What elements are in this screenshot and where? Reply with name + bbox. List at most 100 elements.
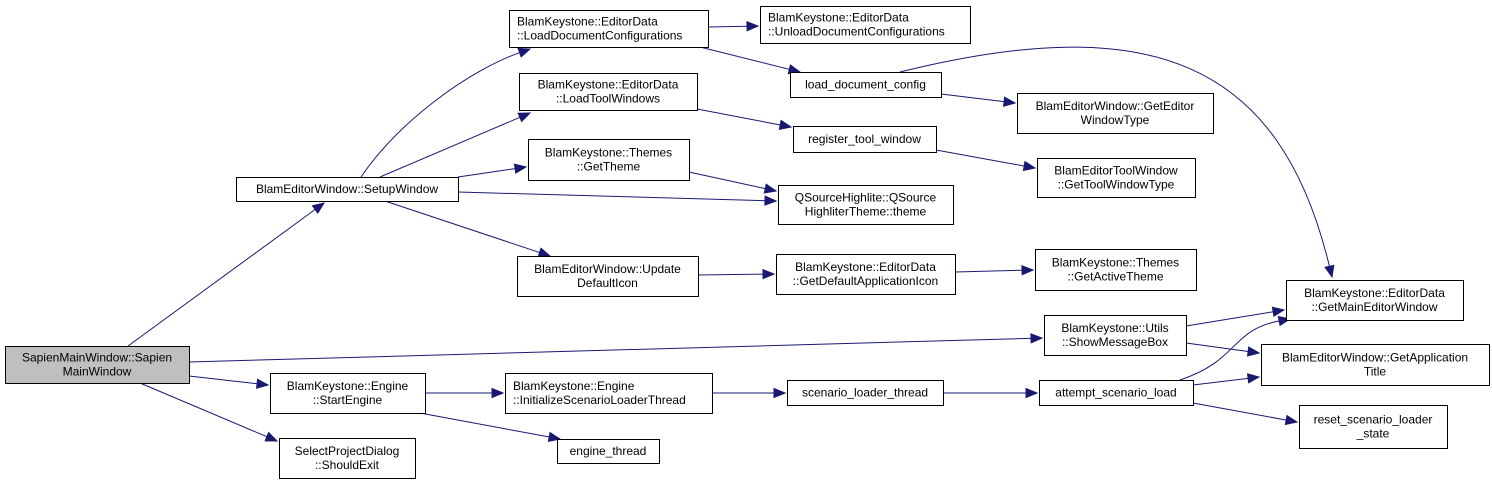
node-label: ::LoadToolWindows — [556, 92, 660, 106]
node-getmainwin[interactable]: BlamKeystone::EditorData::GetMainEditorW… — [1286, 280, 1464, 321]
node-label: ::GetActiveTheme — [1067, 270, 1163, 284]
node-getdefaulticon[interactable]: BlamKeystone::EditorData::GetDefaultAppl… — [776, 254, 956, 295]
arrowhead-icon — [773, 387, 787, 399]
arrowhead-icon — [762, 268, 776, 280]
edge-line — [1179, 320, 1281, 381]
arrowhead-icon — [491, 387, 505, 399]
arrowhead-icon — [1021, 265, 1035, 276]
arrowhead-icon — [517, 112, 532, 123]
node-label: scenario_loader_thread — [802, 386, 928, 400]
edge-loaddoc-to-unloaddoc — [707, 20, 760, 32]
node-label: HighliterTheme::theme — [805, 205, 927, 219]
node-box[interactable] — [1044, 315, 1187, 356]
node-label: BlamKeystone::EditorData — [538, 78, 679, 92]
node-label: ::GetToolWindowType — [1058, 178, 1175, 192]
edge-startengine-to-initscen — [425, 387, 505, 399]
edge-line — [384, 200, 541, 254]
edge-loaddoc-to-loadcfg — [699, 46, 802, 75]
node-getactivetheme[interactable]: BlamKeystone::Themes::GetActiveTheme — [1035, 249, 1197, 291]
node-label: BlamEditorWindow::Update — [534, 262, 681, 276]
node-label: BlamEditorWindow::GetApplication — [1282, 351, 1468, 365]
node-box[interactable] — [793, 126, 937, 153]
edge-line — [188, 337, 1033, 363]
node-box[interactable] — [517, 256, 699, 297]
edge-gettheme-to-qsource — [688, 171, 778, 194]
node-box[interactable] — [5, 346, 190, 384]
edge-line — [707, 25, 749, 28]
node-box[interactable] — [760, 6, 971, 44]
node-label: BlamKeystone::EditorData — [1304, 286, 1445, 300]
node-box[interactable] — [1017, 93, 1214, 134]
node-gettheme[interactable]: BlamKeystone::Themes::GetTheme — [528, 139, 690, 181]
arrowhead-icon — [264, 431, 279, 442]
edge-line — [699, 46, 791, 71]
node-label: Title — [1364, 365, 1387, 379]
edge-setup-to-qsource — [457, 191, 778, 206]
node-label: reset_scenario_loader — [1314, 413, 1433, 427]
node-initscen[interactable]: BlamKeystone::Engine::InitializeScenario… — [505, 373, 713, 414]
arrowhead-icon — [537, 247, 552, 258]
node-loadtool[interactable]: BlamKeystone::EditorData::LoadToolWindow… — [519, 73, 698, 111]
edge-scenthread-to-attempt — [943, 387, 1039, 399]
edge-setup-to-loadtool — [379, 112, 532, 178]
node-box[interactable] — [776, 254, 956, 295]
node-box[interactable] — [279, 438, 416, 479]
edge-line — [697, 273, 765, 276]
edge-line — [188, 375, 259, 385]
node-box[interactable] — [790, 72, 942, 98]
edge-line — [1185, 311, 1275, 327]
node-unloaddoc[interactable]: BlamKeystone::EditorData::UnloadDocument… — [760, 6, 971, 44]
node-box[interactable] — [1299, 405, 1448, 449]
node-qsource[interactable]: QSourceHighlite::QSourceHighliterTheme::… — [778, 185, 954, 225]
edge-sapien-to-startengine — [188, 375, 270, 389]
node-box[interactable] — [1035, 249, 1197, 291]
node-label: BlamEditorWindow::SetupWindow — [256, 182, 438, 196]
node-label: BlamKeystone::Themes — [1052, 256, 1179, 270]
node-label: ::InitializeScenarioLoaderThread — [513, 393, 686, 407]
node-box[interactable] — [557, 439, 660, 464]
node-regtool[interactable]: register_tool_window — [793, 126, 937, 153]
arrowhead-icon — [1246, 373, 1261, 384]
node-setup[interactable]: BlamEditorWindow::SetupWindow — [236, 177, 459, 202]
node-box[interactable] — [270, 373, 426, 414]
node-sapien[interactable]: SapienMainWindow::SapienMainWindow — [5, 346, 190, 384]
node-loaddoc[interactable]: BlamKeystone::EditorData::LoadDocumentCo… — [509, 10, 709, 48]
node-label: BlamKeystone::Utils — [1061, 321, 1168, 335]
node-box[interactable] — [236, 177, 459, 202]
edge-line — [1192, 377, 1250, 386]
node-box[interactable] — [778, 185, 954, 225]
node-scenthread[interactable]: scenario_loader_thread — [787, 380, 944, 406]
node-enginethread[interactable]: engine_thread — [557, 439, 660, 464]
node-label: ::GetMainEditorWindow — [1311, 300, 1437, 314]
node-label: _state — [1356, 427, 1390, 441]
node-box[interactable] — [1037, 158, 1196, 198]
edge-initscen-to-scenthread — [712, 387, 787, 399]
node-box[interactable] — [505, 373, 713, 414]
edge-setup-to-gettheme — [457, 163, 528, 178]
node-gettooltype[interactable]: BlamEditorToolWindow::GetToolWindowType — [1037, 158, 1196, 198]
node-box[interactable] — [519, 73, 698, 111]
node-box[interactable] — [1039, 380, 1194, 406]
node-reset[interactable]: reset_scenario_loader_state — [1299, 405, 1448, 449]
node-box[interactable] — [528, 139, 690, 181]
node-showmsg[interactable]: BlamKeystone::Utils::ShowMessageBox — [1044, 315, 1187, 356]
node-label: BlamEditorToolWindow — [1054, 164, 1178, 178]
node-label: BlamKeystone::EditorData — [768, 11, 909, 25]
node-label: ::GetDefaultApplicationIcon — [793, 274, 938, 288]
node-loadcfg[interactable]: load_document_config — [790, 72, 942, 98]
arrowhead-icon — [1246, 346, 1261, 357]
arrowhead-icon — [1025, 387, 1039, 399]
node-box[interactable] — [787, 380, 944, 406]
arrowhead-icon — [513, 163, 528, 174]
node-box[interactable] — [509, 10, 709, 48]
node-box[interactable] — [1261, 344, 1490, 386]
node-selectproj[interactable]: SelectProjectDialog::ShouldExit — [279, 438, 416, 479]
node-startengine[interactable]: BlamKeystone::Engine::StartEngine — [270, 373, 426, 414]
node-box[interactable] — [1286, 280, 1464, 321]
node-label: QSourceHighlite::QSource — [795, 191, 937, 205]
arrowhead-icon — [1030, 333, 1044, 344]
node-attempt[interactable]: attempt_scenario_load — [1039, 380, 1194, 406]
